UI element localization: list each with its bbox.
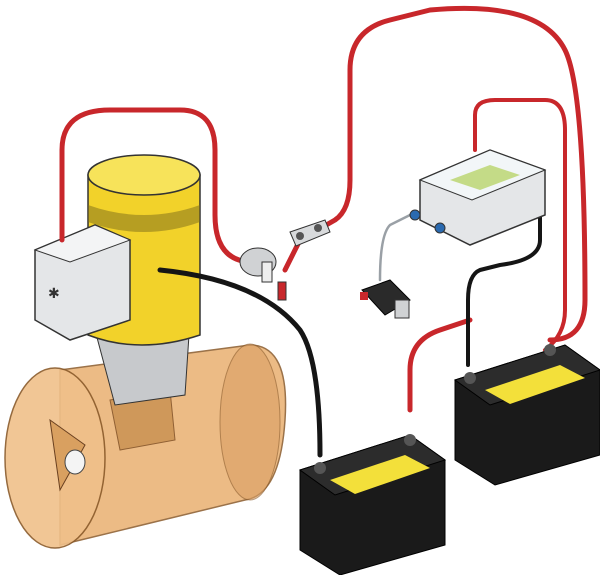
battery-1 [298,434,447,575]
signal-cable [378,213,412,282]
negative-cable-motor [157,267,323,458]
logo-mark: ✱ [48,285,60,301]
control-relay-box [409,149,547,246]
main-switch [239,247,287,301]
battery-2-negative-terminal [464,372,476,384]
propeller [49,418,86,492]
battery-1-negative-terminal [314,462,326,474]
positive-cable-motor [59,107,253,265]
positive-cable-main [282,5,588,343]
battery-2 [453,344,600,486]
positive-cable-battery [407,317,473,413]
motor-control-box: ✱ [33,224,132,341]
fuse-holder [289,219,331,247]
negative-cable-control [466,198,542,367]
control-panel-switch [360,279,411,319]
battery-2-positive-terminal [544,344,556,356]
battery-1-positive-terminal [404,434,416,446]
positive-cable-control [473,98,567,352]
cables [59,5,588,458]
